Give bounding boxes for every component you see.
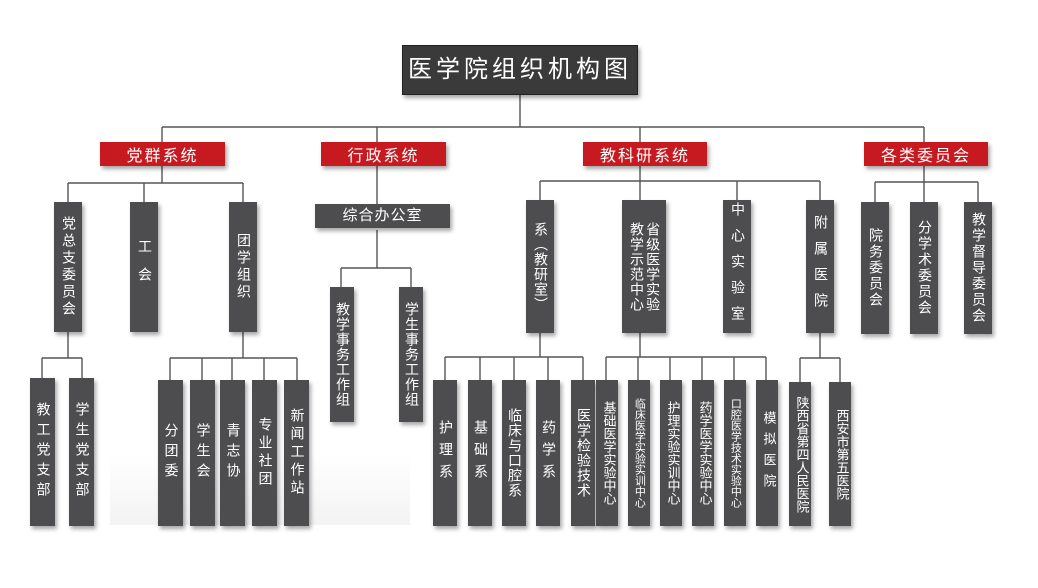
node-lab-tech-dept: 医学检验技术 [571, 380, 595, 526]
node-student-branch: 学生党支部 [69, 378, 94, 526]
node-labor-union: 工会 [130, 202, 158, 332]
node-league-committee: 分团委 [158, 380, 183, 526]
node-student-affairs: 学生事务工作组 [399, 287, 423, 422]
system-admin: 行政系统 [321, 142, 446, 166]
node-party-committee: 党总支委员会 [54, 202, 82, 332]
node-supervision-committee: 教学督导委员会 [964, 202, 992, 334]
node-dental-lab: 口腔医学技术实验中心 [724, 380, 746, 526]
node-affiliated-hospitals: 附属医院 [806, 200, 834, 333]
system-party: 党群系统 [100, 142, 225, 166]
node-staff-branch: 教工党支部 [30, 378, 55, 526]
node-nursing-dept: 护理系 [433, 380, 457, 526]
node-academic-committee: 分学术委员会 [910, 202, 938, 334]
node-youth-org: 团学组织 [229, 202, 257, 332]
node-clinical-dept: 临床与口腔系 [502, 380, 526, 526]
chart-title: 医学院组织机构图 [402, 45, 638, 95]
node-departments: 系（教研室） [526, 200, 554, 333]
system-teach: 教科研系统 [583, 142, 707, 166]
node-teaching-affairs: 教学事务工作组 [330, 287, 354, 422]
node-student-union: 学生会 [190, 380, 215, 526]
node-sim-hospital: 模拟医院 [756, 380, 778, 526]
node-pharmacy-dept: 药学系 [536, 380, 560, 526]
node-demo-center: 教学示范中心 省级医学实验 [622, 200, 666, 333]
node-affairs-committee: 院务委员会 [861, 202, 889, 334]
node-general-office: 综合办公室 [315, 204, 450, 228]
node-pharmacy-lab: 药学医学实验中心 [692, 380, 714, 526]
node-volunteer-assoc: 青志协 [220, 380, 245, 526]
node-hospital-4: 陕西省第四人民医院 [789, 382, 811, 526]
node-central-lab: 中心实验室 [723, 200, 751, 333]
node-news-station: 新闻工作站 [284, 380, 309, 526]
node-clinical-lab: 临床医学实验实训中心 [628, 380, 650, 526]
node-hospital-5: 西安市第五医院 [829, 382, 851, 526]
node-basic-dept: 基础系 [468, 380, 492, 526]
system-committee: 各类委员会 [864, 142, 988, 166]
node-nursing-lab: 护理实验实训中心 [660, 380, 682, 526]
node-basic-lab: 基础医学实验中心 [596, 380, 618, 526]
node-clubs: 专业社团 [252, 380, 277, 526]
